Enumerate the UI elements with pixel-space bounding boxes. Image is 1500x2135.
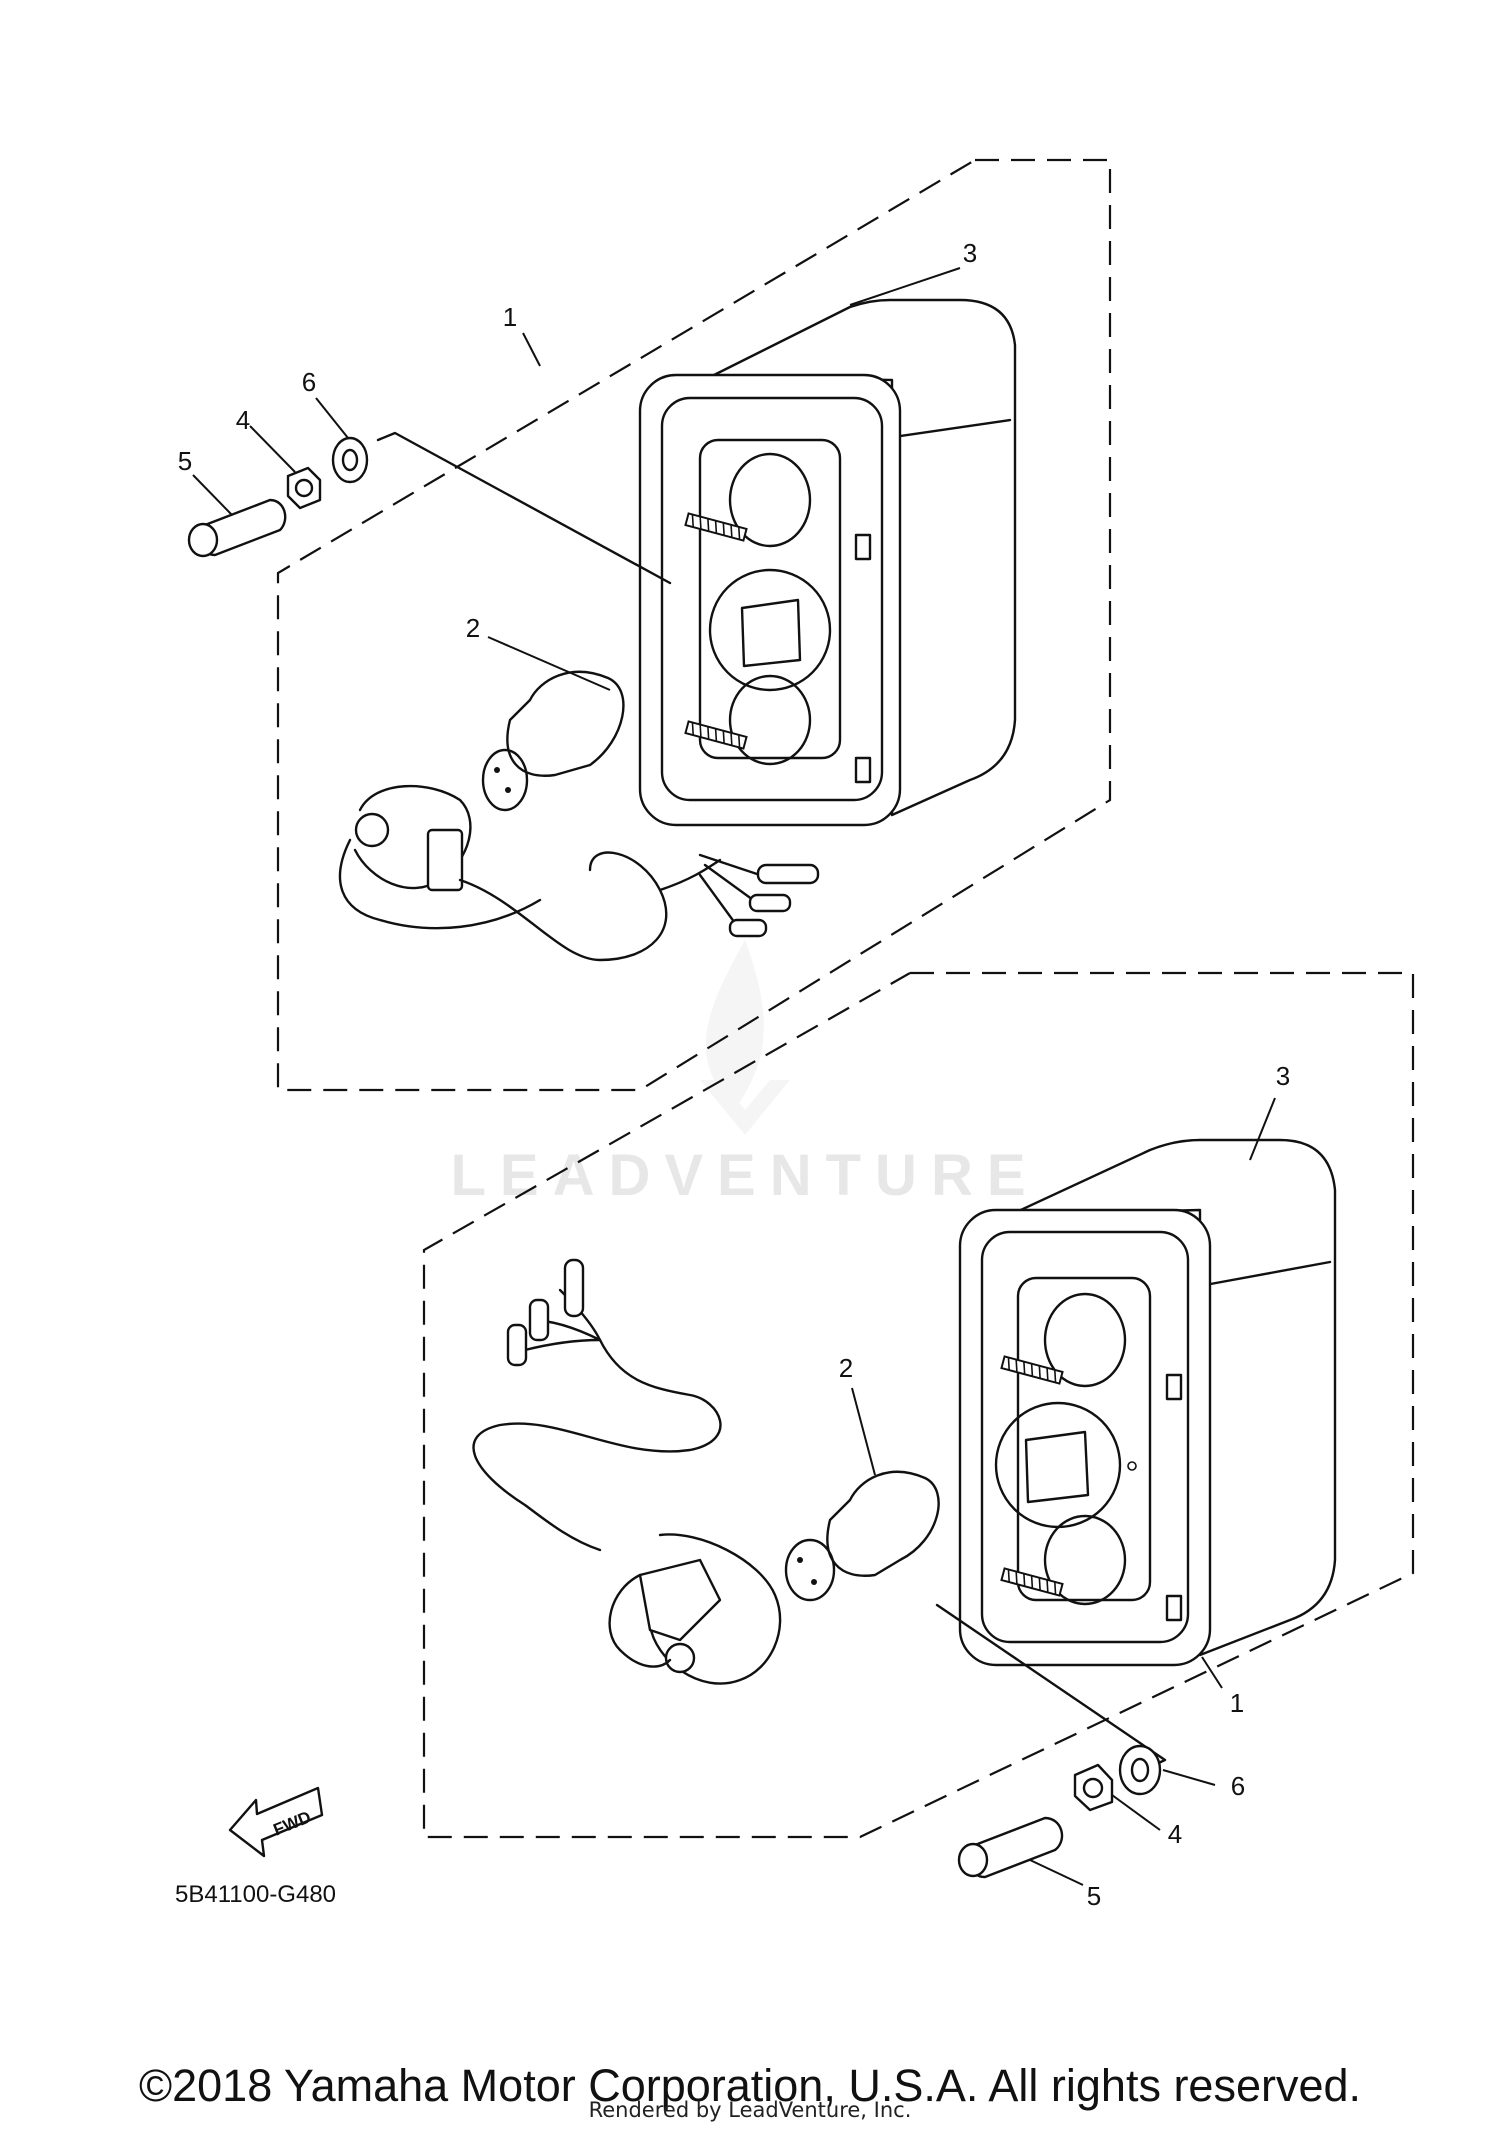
upper-tail-light-housing [638, 298, 1017, 827]
lower-callouts: 1 2 3 4 5 6 [839, 1061, 1290, 1911]
rendered-by-notice: Rendered by LeadVenture, Inc. [588, 2098, 912, 2122]
lower-group-boundary [422, 971, 1415, 1839]
upper-bulb [481, 670, 625, 812]
lower-callout-1: 1 [1230, 1688, 1244, 1718]
upper-nut [286, 466, 322, 510]
upper-callout-3: 3 [963, 238, 977, 268]
lower-bulb [784, 1470, 940, 1602]
diagram-part-number: 5B41100-G480 [175, 1881, 336, 1908]
upper-washer [331, 436, 369, 484]
lower-tail-light-housing [958, 1138, 1337, 1667]
lower-assembly: 1 2 3 4 5 6 [422, 971, 1415, 1911]
lower-callout-5: 5 [1087, 1881, 1101, 1911]
watermark-text: LEADVENTURE [450, 1143, 1039, 1208]
upper-assembly: 1 2 3 4 5 6 [178, 158, 1112, 1092]
fwd-arrow-icon: FWD [228, 1786, 324, 1858]
flame-logo-icon [700, 940, 790, 1135]
upper-callout-4: 4 [236, 405, 250, 435]
lower-washer [1118, 1744, 1162, 1796]
lower-callout-2: 2 [839, 1353, 853, 1383]
lower-collar [957, 1816, 1064, 1879]
lower-hardware [935, 1603, 1167, 1879]
upper-socket-harness [338, 784, 820, 962]
upper-callout-2: 2 [466, 613, 480, 643]
lower-callout-3: 3 [1276, 1061, 1290, 1091]
lower-callout-6: 6 [1231, 1771, 1245, 1801]
watermark: LEADVENTURE [450, 940, 1039, 1208]
upper-hardware [187, 431, 672, 585]
upper-callout-5: 5 [178, 446, 192, 476]
upper-callout-6: 6 [302, 367, 316, 397]
upper-collar [187, 498, 287, 558]
lower-callout-4: 4 [1168, 1819, 1182, 1849]
lower-nut [1073, 1763, 1114, 1812]
upper-group-boundary [276, 158, 1112, 1092]
upper-callout-1: 1 [503, 302, 517, 332]
lower-socket-harness [472, 1258, 782, 1685]
upper-callouts: 1 2 3 4 5 6 [178, 238, 977, 691]
copyright-notice: ©2018 Yamaha Motor Corporation, U.S.A. A… [138, 2060, 1362, 2111]
